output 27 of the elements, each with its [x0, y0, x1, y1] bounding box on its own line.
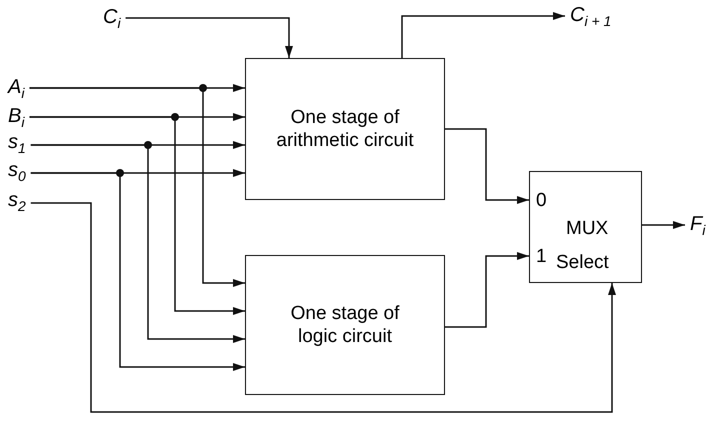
arrow: [445, 252, 529, 328]
signal-label: C$_{i + 1}$: [570, 4, 612, 32]
block-label: One stage of arithmetic circuit: [275, 106, 415, 152]
arrow: [445, 128, 529, 204]
arrow: [30, 144, 245, 343]
port-label: 1: [536, 246, 547, 268]
arrow: [30, 172, 245, 371]
arrow: [29, 87, 245, 287]
signal-label: s$_{2}$: [8, 189, 26, 217]
logic-circuit-block: [245, 255, 445, 395]
arrow: [29, 116, 245, 315]
arrow: [126, 17, 293, 58]
port-label: 0: [536, 190, 547, 212]
signal-label: A$_{i}$: [8, 76, 24, 104]
block-label: Select: [556, 252, 609, 274]
arithmetic-circuit-block: [245, 58, 445, 200]
arrow: [30, 202, 616, 413]
multiplexer-block: [529, 171, 642, 283]
signal-label: F$_{i}$: [690, 213, 706, 241]
signal-label: s$_{0}$: [8, 159, 26, 187]
block-label: MUX: [566, 218, 608, 240]
signal-label: B$_{i}$: [8, 105, 24, 133]
arrow: [401, 12, 565, 58]
arrow: [642, 221, 685, 229]
block-label: One stage of logic circuit: [290, 302, 400, 348]
signal-label: C$_{i}$: [103, 6, 121, 34]
signal-label: s$_{1}$: [8, 131, 26, 159]
